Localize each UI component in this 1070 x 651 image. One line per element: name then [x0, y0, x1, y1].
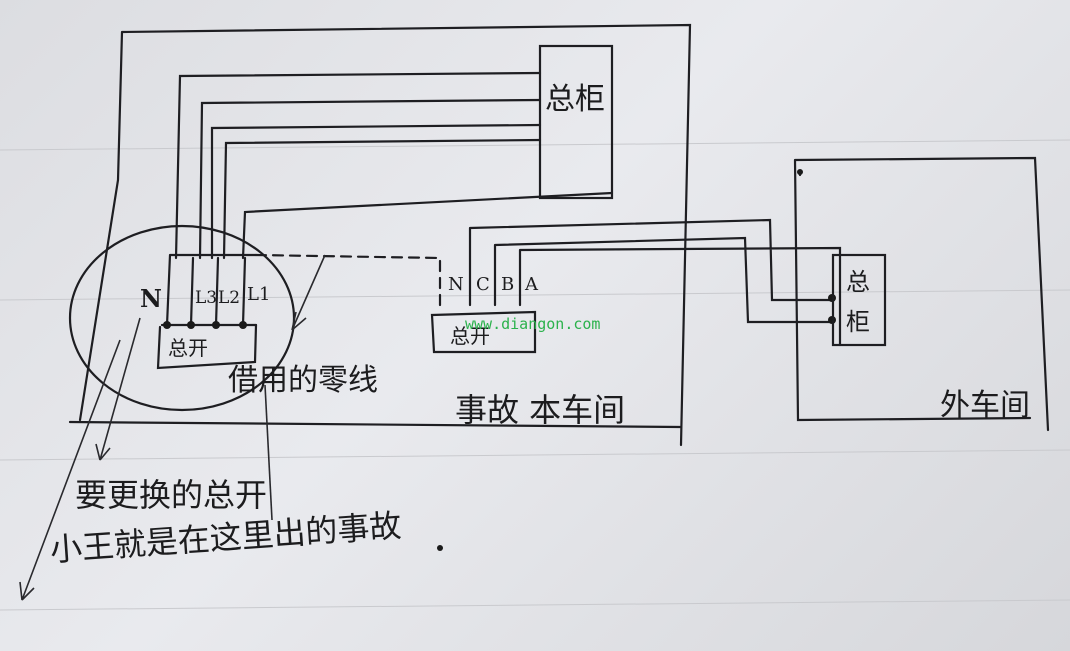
wire-to-right: [241, 191, 614, 260]
main-cabinet-label: 总柜: [545, 82, 605, 117]
wire-n: [174, 71, 542, 260]
right-switch-box: [430, 310, 537, 354]
terminal-n-right: N: [448, 274, 464, 295]
terminal-a: A: [525, 274, 538, 295]
watermark: www.diangon.com: [465, 315, 601, 333]
borrowed-neutral-label: 借用的零线: [228, 363, 378, 398]
other-workshop-label: 外车间: [940, 388, 1030, 423]
wire-l1: [222, 138, 542, 260]
terminal-l3: L3: [195, 288, 218, 308]
terminal-l2: L2: [218, 288, 241, 308]
replace-switch-note: 要更换的总开: [75, 476, 268, 514]
terminal-b: B: [501, 274, 515, 295]
wire-l3: [198, 98, 542, 260]
accident-workshop-boundary: [68, 23, 692, 447]
right-switch-label: 总开: [450, 324, 490, 348]
terminal-n: N: [140, 284, 162, 313]
accident-workshop-label: 事故 本车间: [455, 391, 626, 429]
left-switch-label: 总开: [168, 336, 208, 360]
main-cabinet-box: [538, 44, 614, 200]
left-switch-box: [156, 323, 258, 370]
arrow-borrowed: [291, 254, 326, 331]
terminal-l1: L1: [247, 284, 271, 305]
remote-cabinet-label: 总柜: [846, 268, 870, 336]
remote-cabinet-box: [831, 253, 887, 347]
wire-l2: [210, 123, 542, 260]
terminal-c: C: [476, 274, 490, 295]
borrowed-neutral-wire: [254, 253, 442, 307]
